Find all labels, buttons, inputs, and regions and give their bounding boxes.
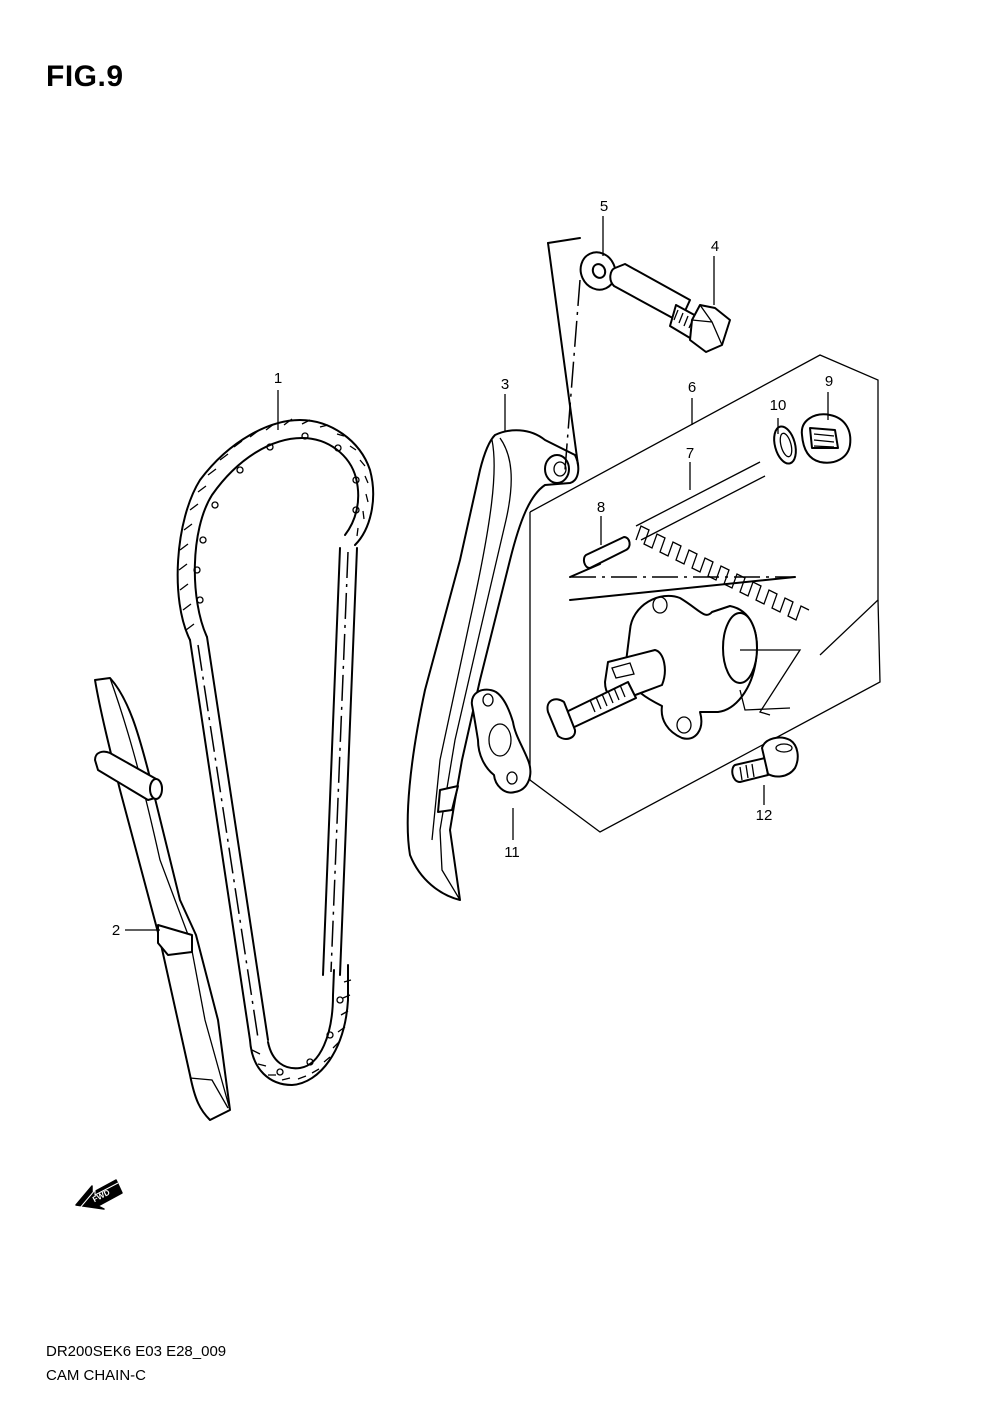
callout-5: 5 <box>600 198 608 215</box>
callout-6: 6 <box>688 379 696 396</box>
callout-7: 7 <box>686 445 694 462</box>
callout-labels: 1 2 3 4 5 6 7 8 9 10 11 12 <box>112 198 833 939</box>
callout-leaders <box>125 216 829 931</box>
tensioner-assembly <box>529 354 881 833</box>
diagram-code: DR200SEK6 E03 E28_009 <box>46 1343 227 1360</box>
cam-chain-guide <box>94 677 231 1121</box>
callout-1: 1 <box>274 370 282 387</box>
callout-4: 4 <box>711 238 719 255</box>
figure-title: FIG.9 <box>46 60 124 93</box>
diagram-name: CAM CHAIN-C <box>46 1367 146 1384</box>
tensioner-cap-bolt <box>800 413 852 464</box>
forward-direction-arrow-icon: FWD <box>75 1179 123 1210</box>
tensioner-spring <box>635 461 810 621</box>
callout-2: 2 <box>112 922 120 939</box>
callout-11: 11 <box>504 844 520 861</box>
tensioner-pin <box>582 536 631 569</box>
tensioner-mounting-bolt <box>731 736 799 783</box>
callout-9: 9 <box>825 373 833 390</box>
washer <box>579 251 617 291</box>
o-ring <box>773 425 797 465</box>
cam-chain-tensioner-slipper <box>406 429 580 901</box>
callout-8: 8 <box>597 499 605 516</box>
bolt-tensioner-adjuster <box>609 263 731 353</box>
tensioner-gasket <box>470 688 532 794</box>
cam-chain <box>176 418 375 1086</box>
callout-12: 12 <box>756 807 773 824</box>
callout-3: 3 <box>501 376 509 393</box>
callout-10: 10 <box>770 397 787 414</box>
